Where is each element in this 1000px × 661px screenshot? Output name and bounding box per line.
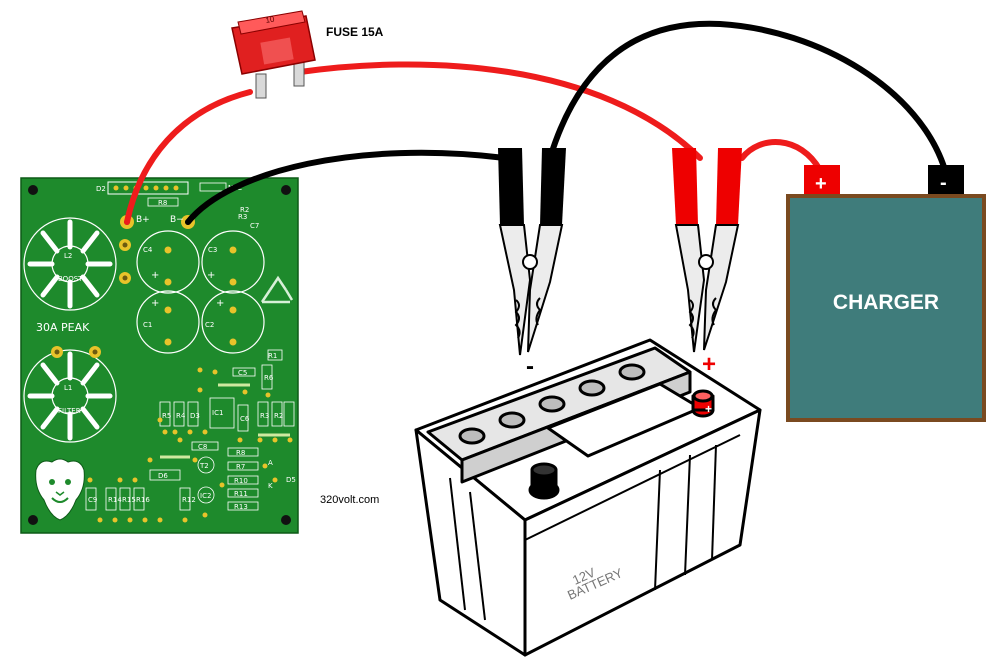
peak-rating: 30A PEAK	[36, 321, 90, 334]
capacitor-c2: + C2	[201, 290, 265, 354]
r8-outline	[147, 197, 179, 207]
silk-c8: C8	[198, 443, 207, 451]
recycle-icon	[260, 275, 294, 304]
red-wire-charger-to-clamp	[739, 139, 823, 173]
charger: + - CHARGER	[786, 165, 986, 422]
silk-r1: R1	[268, 352, 277, 360]
silk-c5: C5	[238, 369, 247, 377]
filter-ref: L1	[64, 384, 72, 392]
cap-label-c2: C2	[205, 321, 214, 329]
mount-hole	[28, 515, 38, 525]
silk-r11: R11	[234, 490, 248, 498]
red-wire-fuse-to-clamp	[297, 61, 703, 161]
inductor-boost: L2 BOOST	[23, 217, 117, 311]
svg-text:+: +	[207, 270, 215, 281]
silk-r3b: R3	[260, 412, 269, 420]
website-credit: 320volt.com	[320, 494, 379, 506]
red-clamp-plus: +	[702, 351, 716, 378]
mount-hole	[281, 185, 291, 195]
capacitor-c3: + C3	[201, 230, 265, 294]
battery-plus-mark: +	[705, 402, 712, 416]
solder-pads	[87, 367, 293, 523]
silk-r13: R13	[234, 503, 248, 511]
d2-outline	[107, 181, 189, 195]
silk-r7: R7	[236, 463, 245, 471]
battery	[414, 338, 762, 657]
silk-cathode: K	[268, 482, 273, 490]
svg-text:+: +	[151, 298, 159, 309]
black-clamp	[498, 148, 566, 356]
silk-anode: A	[268, 459, 273, 467]
svg-text:+: +	[216, 298, 224, 309]
charger-negative-terminal	[928, 165, 964, 197]
fuse: 10	[231, 10, 316, 99]
mount-hole	[28, 185, 38, 195]
cap-label-c1: C1	[143, 321, 152, 329]
fuse-rating-mark: 10	[265, 14, 276, 25]
svg-text:+: +	[151, 270, 159, 281]
silk-r16: R16	[136, 496, 150, 504]
mount-hole	[281, 515, 291, 525]
silk-c6: C6	[240, 415, 250, 423]
inductor-filter: L1 FILTER	[23, 349, 117, 443]
filter-name: FILTER	[58, 407, 81, 415]
silk-r5: R5	[162, 412, 171, 420]
silk-r12: R12	[182, 496, 196, 504]
fuse-label: FUSE 15A	[326, 25, 384, 39]
cap-label-c4: C4	[143, 246, 153, 254]
silk-r15: R15	[122, 496, 136, 504]
boost-ref: L2	[64, 252, 72, 260]
silk-r6: R6	[264, 374, 274, 382]
charger-positive-terminal	[804, 165, 840, 197]
silk-ic2: IC2	[200, 492, 211, 500]
silk-r10: R10	[234, 477, 248, 485]
black-wire-pcb-to-clamp	[185, 149, 508, 225]
ntc-outline	[199, 182, 227, 192]
charger-label: CHARGER	[833, 291, 939, 314]
silk-d2: D2	[96, 185, 106, 193]
red-clamp	[672, 148, 742, 353]
capacitor-c1: + C1	[136, 290, 200, 354]
boost-name: BOOST	[58, 275, 83, 283]
silk-r8b: R8	[236, 449, 245, 457]
silk-r3: R3	[238, 213, 247, 221]
charger-body	[786, 194, 986, 422]
silk-d5: D5	[286, 476, 296, 484]
silk-r14: R14	[108, 496, 122, 504]
pcb-board: D2 R8 NTC R2 R3 C7 B+ B−	[20, 177, 299, 534]
black-clamp-minus: -	[526, 353, 534, 380]
charger-minus-mark: -	[940, 172, 947, 194]
mascot-logo-icon	[35, 458, 85, 521]
capacitor-c4: + C4	[136, 230, 200, 294]
silk-t2: T2	[199, 462, 209, 470]
red-wire-pcb-to-fuse	[124, 89, 253, 225]
silk-r4: R4	[176, 412, 186, 420]
silk-r2b: R2	[274, 412, 283, 420]
silk-d3: D3	[190, 412, 200, 420]
silk-ic1: IC1	[212, 409, 223, 417]
component-area	[85, 349, 295, 511]
terminal-b-minus-label: B−	[170, 215, 184, 225]
charger-plus-mark: +	[815, 173, 827, 195]
silk-d6: D6	[158, 472, 168, 480]
silk-c7: C7	[250, 222, 259, 230]
silk-r8: R8	[158, 199, 167, 207]
silk-c9: C9	[88, 496, 97, 504]
silk-r2: R2	[240, 206, 249, 214]
black-wire-charger-to-clamp	[547, 20, 948, 173]
terminal-b-plus-label: B+	[136, 215, 150, 225]
cap-label-c3: C3	[208, 246, 217, 254]
